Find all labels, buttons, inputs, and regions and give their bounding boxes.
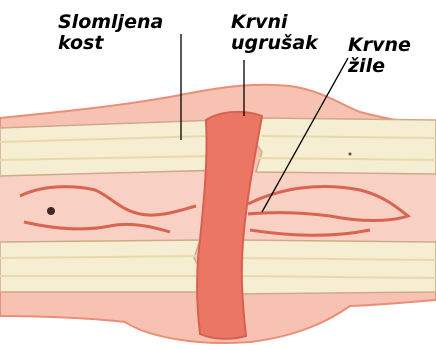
label-blood-clot: Krvni ugrušak: [231, 12, 318, 54]
debris-spot-small: [349, 153, 352, 156]
label-broken-bone: Slomljena kost: [58, 12, 163, 54]
label-blood-vessels: Krvne žile: [348, 35, 411, 77]
lower-cortex-left: [0, 240, 204, 292]
label-blood-clot-line2: ugrušak: [231, 33, 318, 54]
label-blood-vessels-line1: Krvne: [348, 35, 411, 56]
label-blood-clot-line1: Krvni: [231, 12, 318, 33]
label-blood-vessels-line2: žile: [348, 56, 411, 77]
label-broken-bone-line1: Slomljena: [58, 12, 163, 33]
lower-cortex-right: [232, 240, 436, 294]
upper-cortex-right: [252, 118, 436, 174]
label-broken-bone-line2: kost: [58, 33, 163, 54]
debris-spot: [47, 207, 55, 215]
upper-cortex-left: [0, 120, 226, 176]
